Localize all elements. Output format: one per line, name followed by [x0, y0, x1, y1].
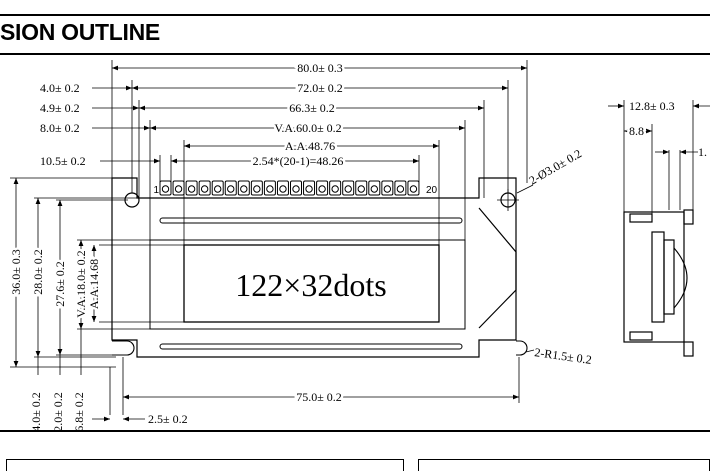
dim-aa-48-76: A.A.48.76 — [285, 139, 335, 153]
dim-bottom-2-5: 2.5± 0.2 — [148, 412, 188, 426]
pin-hole — [409, 185, 418, 193]
pin-pad — [237, 180, 250, 196]
pin-hole — [200, 185, 209, 193]
pin-header — [159, 180, 420, 196]
pin-pad — [290, 180, 302, 196]
pin-pad — [303, 180, 316, 196]
bezel-rail-bottom — [159, 343, 463, 350]
lower-panel-left — [6, 459, 404, 471]
side-dim-cut-1: 1. — [698, 145, 707, 159]
dim-corner-radius: 2-R1.5± 0.2 — [534, 345, 593, 367]
side-glass-stack — [651, 231, 665, 323]
pin-pad — [342, 180, 355, 196]
pin-hole — [161, 185, 170, 193]
pin-hole — [187, 185, 196, 193]
pin-hole — [214, 185, 222, 193]
pin-hole — [331, 185, 339, 193]
side-pin-bottom — [683, 341, 694, 357]
pin-pad — [211, 180, 224, 196]
side-pin-top — [683, 209, 694, 225]
dimension-lines-vertical — [13, 178, 97, 375]
dim-offset-10-5: 10.5± 0.2 — [40, 154, 86, 168]
dim-width-80: 80.0± 0.3 — [297, 61, 343, 75]
pin-pad — [263, 180, 276, 196]
bezel-right-bump — [478, 207, 517, 329]
pin-pad — [250, 180, 263, 196]
side-glass-inner — [663, 239, 675, 315]
pin-pad — [224, 180, 237, 196]
dim-width-66-3: 66.3± 0.2 — [289, 101, 335, 115]
pin-label-last: 20 — [426, 185, 438, 196]
vertical-dimension-labels: 36.0± 0.3 28.0± 0.2 27.6± 0.2 V.A.18.0± … — [7, 247, 104, 432]
pin-hole — [174, 185, 183, 193]
side-dim-8-8: 8.8 — [629, 124, 644, 138]
dim-hole-diameter: 2-Ø3.0± 0.2 — [527, 146, 584, 187]
dimension-lines-horizontal — [92, 65, 527, 422]
pin-hole — [266, 185, 274, 193]
dim-vertical-6-8: 6.8± 0.2 — [72, 392, 86, 432]
side-dim-12-8: 12.8± 0.3 — [629, 99, 675, 113]
pin-hole — [227, 185, 235, 193]
pin-pad — [355, 180, 368, 196]
side-view — [608, 100, 710, 357]
pin-pad — [381, 180, 394, 196]
pin-hole — [253, 185, 261, 193]
bezel-rail-top — [159, 217, 463, 224]
pin-hole — [344, 185, 352, 193]
active-area — [183, 244, 440, 323]
dim-offset-8-0: 8.0± 0.2 — [40, 121, 80, 135]
pin-hole — [240, 185, 248, 193]
side-pcb-body — [623, 211, 685, 343]
display-resolution-label: 122×32dots — [235, 267, 386, 303]
side-bezel-bottom — [629, 331, 653, 341]
dim-width-72: 72.0± 0.2 — [297, 81, 343, 95]
pin-hole — [396, 185, 405, 193]
glass-panels — [149, 239, 466, 330]
dim-vertical-2-0: 2.0± 0.2 — [51, 392, 65, 432]
pin-hole — [292, 185, 300, 193]
pin-hole — [383, 185, 392, 193]
dim-aa-14-68: A.A.14.68 — [87, 259, 101, 309]
dim-height-28: 28.0± 0.2 — [31, 249, 45, 295]
bottom-rule — [0, 430, 710, 432]
slot-notches — [112, 340, 528, 356]
pin-pad — [159, 180, 172, 196]
pin-pad — [316, 180, 329, 196]
dim-offset-4-0: 4.0± 0.2 — [40, 81, 80, 95]
pin-pad — [172, 180, 185, 196]
extension-lines — [10, 60, 528, 415]
dim-height-27-6: 27.6± 0.2 — [53, 261, 67, 307]
pin-hole — [357, 185, 365, 193]
leader-lines — [516, 184, 535, 353]
pin-hole — [305, 185, 313, 193]
lower-panel-right — [418, 459, 710, 471]
dim-height-36: 36.0± 0.3 — [9, 249, 23, 295]
pin-pad — [198, 180, 211, 196]
bezel-rails — [159, 217, 463, 350]
pin-hole — [370, 185, 378, 193]
pin-pad — [394, 180, 407, 196]
slot-notch-left — [112, 340, 135, 356]
header-band — [0, 14, 710, 55]
dim-offset-4-9: 4.9± 0.2 — [40, 101, 80, 115]
pin-pad — [368, 180, 381, 196]
dim-bottom-75: 75.0± 0.2 — [296, 390, 342, 404]
pin-pad — [329, 180, 342, 196]
dim-va-18: V.A.18.0± 0.2 — [74, 250, 88, 317]
pin-label-first: 1 — [153, 185, 159, 196]
side-bezel-top — [629, 213, 653, 223]
pin-pad — [407, 180, 420, 196]
dim-va-60: V.A.60.0± 0.2 — [274, 121, 341, 135]
pin-pad — [185, 180, 198, 196]
viewing-area — [149, 239, 466, 330]
dim-pin-pitch: 2.54*(20-1)=48.26 — [253, 154, 344, 168]
pin-hole — [318, 185, 326, 193]
pin-pad — [276, 180, 289, 196]
page-title: SION OUTLINE — [0, 19, 160, 45]
dim-vertical-4-0: 4.0± 0.2 — [29, 392, 43, 432]
pin-hole — [279, 185, 287, 193]
slot-notch-right — [516, 340, 528, 356]
side-backlight-curve — [673, 247, 688, 309]
